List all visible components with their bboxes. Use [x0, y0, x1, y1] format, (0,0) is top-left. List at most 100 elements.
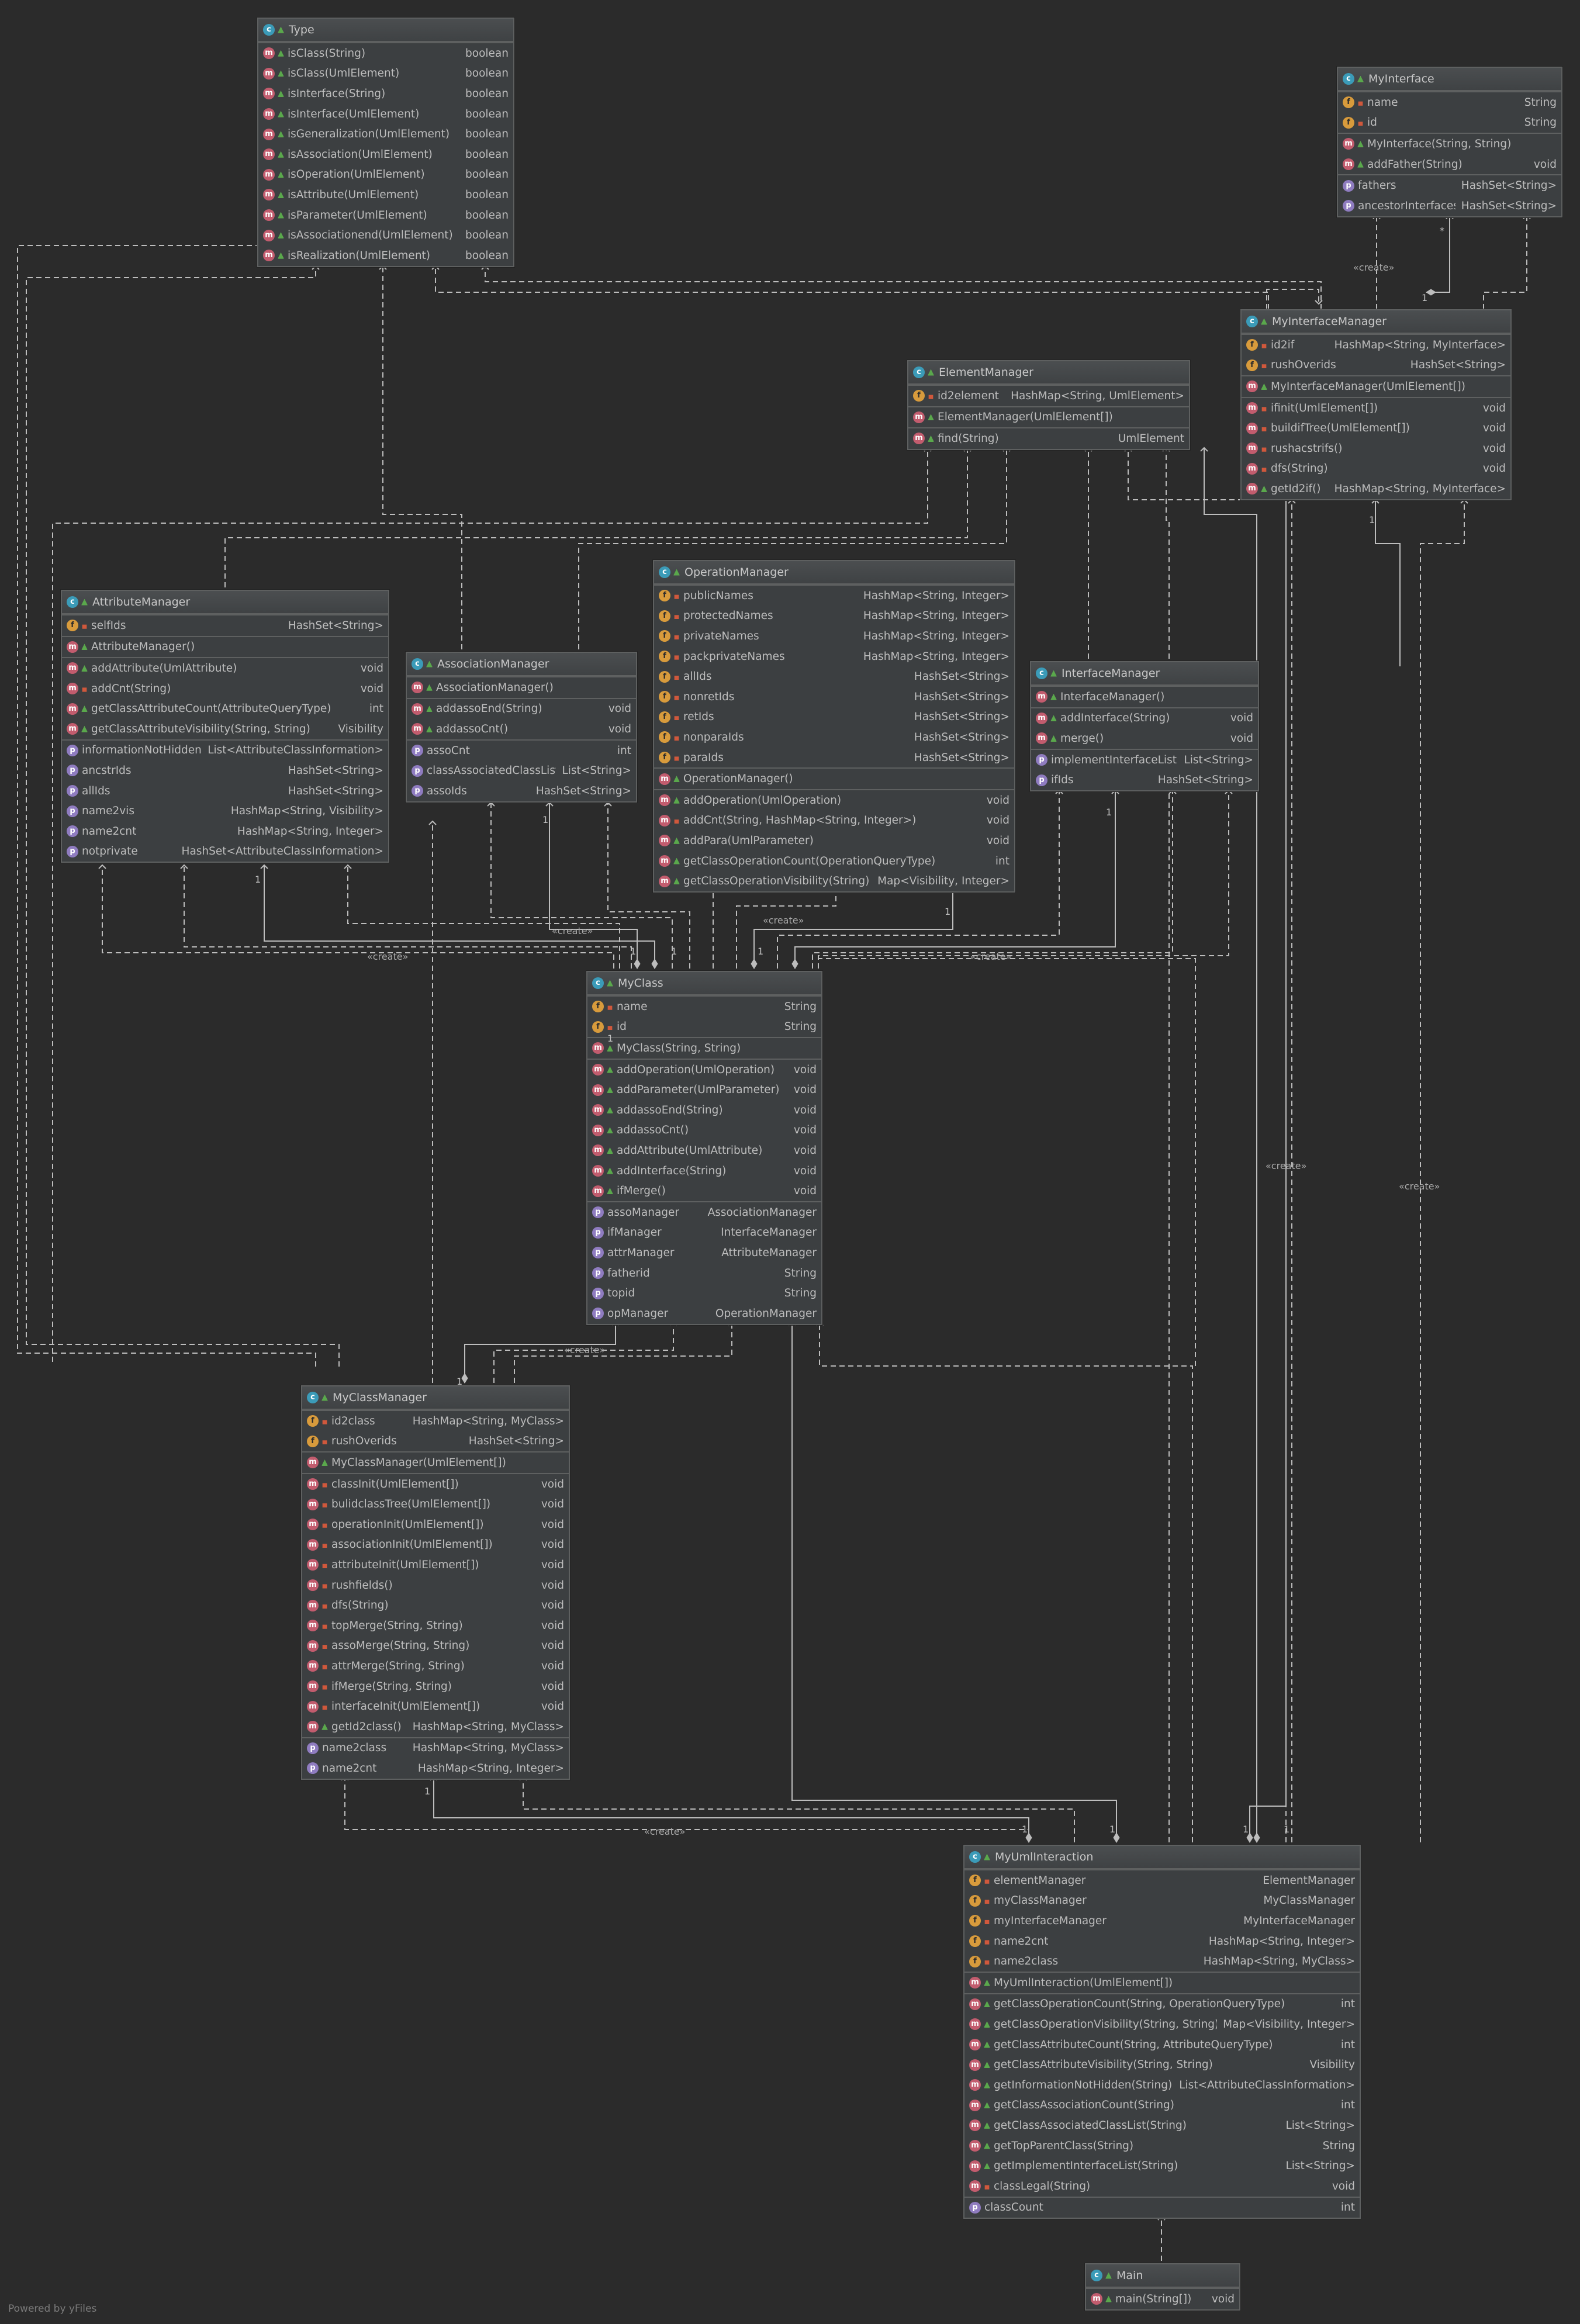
field-row[interactable]: fpackprivateNamesHashMap<String, Integer… — [654, 646, 1014, 667]
method-row[interactable]: maddCnt(String, HashMap<String, Integer>… — [654, 811, 1014, 831]
property-row[interactable]: ptopidString — [587, 1283, 821, 1303]
method-row[interactable]: maddAttribute(UmlAttribute)void — [587, 1140, 821, 1161]
field-row[interactable]: fnonparaIdsHashSet<String> — [654, 727, 1014, 748]
field-row[interactable]: fmyClassManagerMyClassManager — [964, 1891, 1360, 1911]
method-row[interactable]: misInterface(String)boolean — [258, 84, 513, 104]
method-row[interactable]: mgetClassOperationVisibility(String, Str… — [964, 2014, 1360, 2035]
method-row[interactable]: moperationInit(UmlElement[])void — [302, 1514, 569, 1535]
method-row[interactable]: mclassInit(UmlElement[])void — [302, 1474, 569, 1495]
property-row[interactable]: pname2cntHashMap<String, Integer> — [302, 1758, 569, 1779]
class-box-elementmanager[interactable]: cElementManagerfid2elementHashMap<String… — [907, 360, 1190, 450]
method-row[interactable]: mgetImplementInterfaceList(String)List<S… — [964, 2156, 1360, 2176]
method-row[interactable]: mMyClassManager(UmlElement[]) — [302, 1452, 569, 1473]
property-row[interactable]: passoIdsHashSet<String> — [407, 781, 636, 801]
property-row[interactable]: passoCntint — [407, 741, 636, 761]
property-row[interactable]: pinformationNotHiddenList<AttributeClass… — [62, 741, 388, 761]
method-row[interactable]: mgetClassOperationCount(String, Operatio… — [964, 1994, 1360, 2015]
field-row[interactable]: fidString — [587, 1017, 821, 1038]
method-row[interactable]: misInterface(UmlElement)boolean — [258, 104, 513, 124]
method-row[interactable]: mMyUmlInteraction(UmlElement[]) — [964, 1973, 1360, 1993]
class-header[interactable]: cAssociationManager — [407, 653, 636, 676]
method-row[interactable]: mrushfields()void — [302, 1575, 569, 1596]
method-row[interactable]: maddFather(String)void — [1338, 154, 1561, 175]
field-row[interactable]: fnameString — [587, 997, 821, 1017]
method-row[interactable]: maddassoEnd(String)void — [587, 1100, 821, 1120]
class-box-myinterfacemanager[interactable]: cMyInterfaceManagerfid2ifHashMap<String,… — [1240, 309, 1512, 500]
method-row[interactable]: mgetClassAssociationCount(String)int — [964, 2095, 1360, 2116]
method-row[interactable]: mtopMerge(String, String)void — [302, 1616, 569, 1636]
class-header[interactable]: cElementManager — [908, 361, 1189, 385]
field-row[interactable]: fnonretIdsHashSet<String> — [654, 687, 1014, 707]
field-row[interactable]: fpublicNamesHashMap<String, Integer> — [654, 586, 1014, 606]
method-row[interactable]: misAssociationend(UmlElement)boolean — [258, 225, 513, 245]
class-box-associationmanager[interactable]: cAssociationManagermAssociationManager()… — [406, 652, 637, 803]
method-row[interactable]: mMyInterface(String, String) — [1338, 134, 1561, 154]
field-row[interactable]: fname2cntHashMap<String, Integer> — [964, 1931, 1360, 1952]
class-header[interactable]: cAttributeManager — [62, 591, 388, 614]
field-row[interactable]: fid2elementHashMap<String, UmlElement> — [908, 386, 1189, 406]
method-row[interactable]: mmain(String[])void — [1086, 2289, 1239, 2309]
property-row[interactable]: pifManagerInterfaceManager — [587, 1223, 821, 1243]
property-row[interactable]: pfathersHashSet<String> — [1338, 175, 1561, 196]
method-row[interactable]: misAssociation(UmlElement)boolean — [258, 144, 513, 165]
property-row[interactable]: pname2visHashMap<String, Visibility> — [62, 801, 388, 821]
method-row[interactable]: mgetId2if()HashMap<String, MyInterface> — [1242, 479, 1510, 499]
method-row[interactable]: mgetClassOperationCount(OperationQueryTy… — [654, 851, 1014, 872]
method-row[interactable]: mgetInformationNotHidden(String)List<Att… — [964, 2075, 1360, 2095]
class-header[interactable]: cOperationManager — [654, 561, 1014, 585]
property-row[interactable]: pfatheridString — [587, 1263, 821, 1284]
method-row[interactable]: misClass(String)boolean — [258, 43, 513, 64]
method-row[interactable]: misOperation(UmlElement)boolean — [258, 165, 513, 185]
method-row[interactable]: misClass(UmlElement)boolean — [258, 64, 513, 84]
class-box-operationmanager[interactable]: cOperationManagerfpublicNamesHashMap<Str… — [653, 560, 1015, 893]
method-row[interactable]: mAttributeManager() — [62, 637, 388, 658]
method-row[interactable]: misParameter(UmlElement)boolean — [258, 205, 513, 226]
method-row[interactable]: mgetClassAttributeCount(String, Attribut… — [964, 2035, 1360, 2055]
method-row[interactable]: minterfaceInit(UmlElement[])void — [302, 1696, 569, 1717]
field-row[interactable]: fname2classHashMap<String, MyClass> — [964, 1951, 1360, 1972]
method-row[interactable]: mifMerge(String, String)void — [302, 1676, 569, 1697]
method-row[interactable]: mmerge()void — [1031, 728, 1258, 749]
method-row[interactable]: maddAttribute(UmlAttribute)void — [62, 658, 388, 679]
class-header[interactable]: cMyInterfaceManager — [1242, 310, 1510, 334]
field-row[interactable]: fmyInterfaceManagerMyInterfaceManager — [964, 1911, 1360, 1931]
property-row[interactable]: pattrManagerAttributeManager — [587, 1243, 821, 1263]
property-row[interactable]: pancstrIdsHashSet<String> — [62, 760, 388, 781]
property-row[interactable]: pancestorInterfacesHashSet<String> — [1338, 196, 1561, 216]
method-row[interactable]: misAttribute(UmlElement)boolean — [258, 185, 513, 205]
method-row[interactable]: mgetClassAttributeVisibility(String, Str… — [964, 2055, 1360, 2075]
method-row[interactable]: mrushacstrifs()void — [1242, 438, 1510, 459]
method-row[interactable]: mfind(String)UmlElement — [908, 428, 1189, 449]
class-header[interactable]: cMyInterface — [1338, 68, 1561, 91]
class-box-myclassmanager[interactable]: cMyClassManagerfid2classHashMap<String, … — [301, 1385, 570, 1780]
property-row[interactable]: passoManagerAssociationManager — [587, 1202, 821, 1223]
property-row[interactable]: popManagerOperationManager — [587, 1303, 821, 1324]
field-row[interactable]: fnameString — [1338, 92, 1561, 113]
field-row[interactable]: frushOveridsHashSet<String> — [302, 1431, 569, 1452]
field-row[interactable]: fidString — [1338, 113, 1561, 133]
class-header[interactable]: cMyUmlInteraction — [964, 1846, 1360, 1869]
method-row[interactable]: maddInterface(String)void — [1031, 708, 1258, 729]
field-row[interactable]: felementManagerElementManager — [964, 1870, 1360, 1891]
class-box-attributemanager[interactable]: cAttributeManagerfselfIdsHashSet<String>… — [61, 590, 389, 863]
method-row[interactable]: maddOperation(UmlOperation)void — [587, 1060, 821, 1080]
method-row[interactable]: mgetClassAssociatedClassList(String)List… — [964, 2115, 1360, 2136]
field-row[interactable]: fid2classHashMap<String, MyClass> — [302, 1411, 569, 1431]
method-row[interactable]: misGeneralization(UmlElement)boolean — [258, 124, 513, 144]
field-row[interactable]: fallIdsHashSet<String> — [654, 666, 1014, 687]
method-row[interactable]: maddOperation(UmlOperation)void — [654, 790, 1014, 811]
field-row[interactable]: fid2ifHashMap<String, MyInterface> — [1242, 335, 1510, 355]
field-row[interactable]: fretIdsHashSet<String> — [654, 707, 1014, 728]
method-row[interactable]: maddPara(UmlParameter)void — [654, 831, 1014, 851]
method-row[interactable]: maddCnt(String)void — [62, 679, 388, 699]
class-header[interactable]: cType — [258, 19, 513, 42]
class-box-main[interactable]: cMainmmain(String[])void — [1085, 2263, 1240, 2311]
method-row[interactable]: mMyInterfaceManager(UmlElement[]) — [1242, 376, 1510, 397]
method-row[interactable]: mifMerge()void — [587, 1181, 821, 1201]
field-row[interactable]: fprivateNamesHashMap<String, Integer> — [654, 626, 1014, 646]
method-row[interactable]: mifinit(UmlElement[])void — [1242, 398, 1510, 419]
class-box-myinterface[interactable]: cMyInterfacefnameStringfidStringmMyInter… — [1337, 67, 1562, 217]
method-row[interactable]: mdfs(String)void — [302, 1595, 569, 1616]
method-row[interactable]: mbuildifTree(UmlElement[])void — [1242, 418, 1510, 438]
method-row[interactable]: maddassoEnd(String)void — [407, 699, 636, 720]
